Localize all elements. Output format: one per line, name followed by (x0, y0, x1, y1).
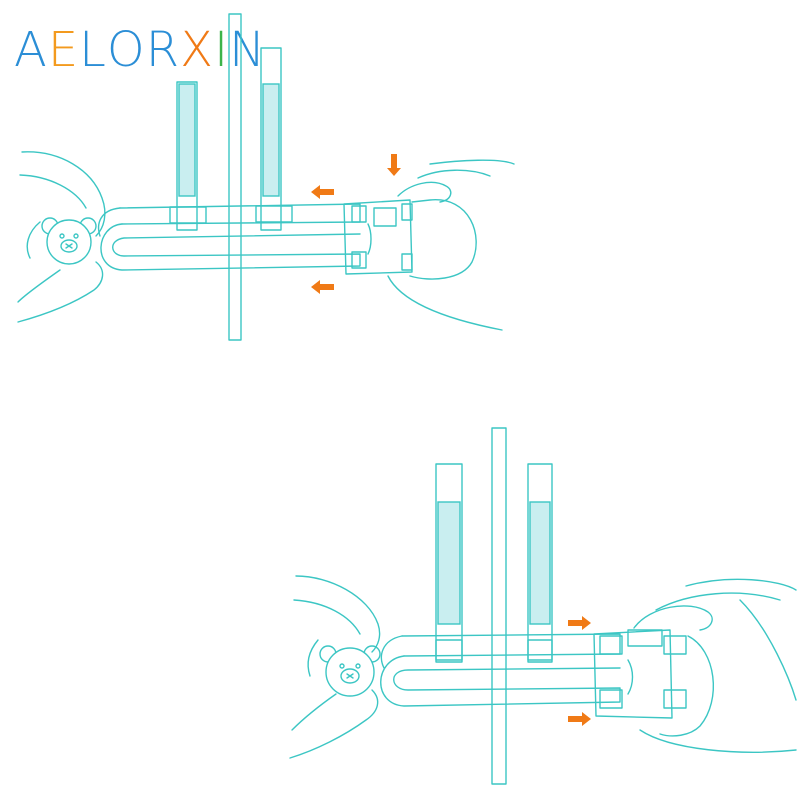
left-hand-top (17, 151, 106, 323)
logo-letter-o: O (106, 22, 146, 78)
step-2-release-illustration (289, 427, 797, 785)
logo-letter-x: X (180, 22, 214, 78)
step-1-install-illustration (17, 13, 515, 341)
cabinet-lock-bottom (380, 629, 687, 719)
logo-letter-n: N (229, 22, 267, 78)
arrow-right-icon (568, 712, 591, 726)
bear-head-top (41, 217, 97, 265)
logo-letter-e: E (47, 22, 80, 78)
logo-letter-l: L (79, 22, 107, 78)
right-hand-top (387, 159, 515, 331)
arrow-right-icon (568, 616, 591, 630)
logo-letter-i: I (213, 22, 230, 78)
logo-letter-r: R (145, 22, 181, 78)
left-hand-bottom (289, 575, 381, 759)
arrow-left-icon (311, 280, 334, 294)
brand-logo: AELORXIN (14, 26, 266, 74)
cabinet-lock-top (97, 199, 413, 275)
logo-letter-a: A (14, 22, 48, 78)
right-hand-bottom (633, 578, 797, 753)
cabinet-door-bottom (435, 427, 553, 785)
arrow-left-icon (311, 185, 334, 199)
arrow-down-icon (387, 154, 401, 176)
cabinet-door-top (176, 13, 282, 341)
bear-head-bottom (319, 645, 381, 697)
